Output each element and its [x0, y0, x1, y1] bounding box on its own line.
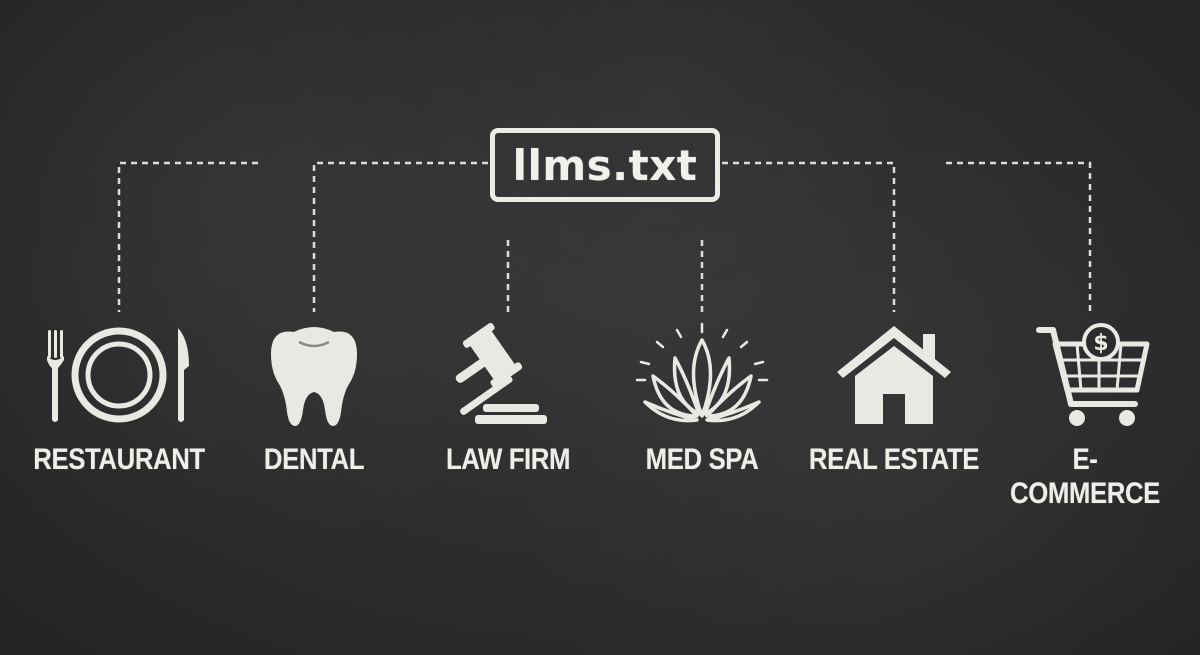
connector-restaurant: [117, 161, 258, 312]
connector-real-estate: [722, 161, 896, 312]
house-icon: [837, 326, 951, 424]
root-node: llms.txt: [490, 128, 720, 202]
root-label: llms.txt: [512, 140, 698, 190]
lotus-icon: [635, 322, 769, 423]
node-label-dental: DENTAL: [263, 443, 365, 476]
tooth-icon: [271, 327, 357, 426]
node-label-real-estate: REAL ESTATE: [808, 443, 980, 476]
node-label-med-spa: MED SPA: [645, 443, 759, 476]
svg-text:$: $: [1093, 331, 1108, 356]
connector-e-commerce: [946, 161, 1092, 312]
shopping-cart-dollar-icon: $: [1036, 323, 1150, 426]
connector-dental: [312, 161, 488, 312]
gavel-icon: [455, 323, 547, 424]
node-label-law-firm: LAW FIRM: [445, 443, 571, 476]
node-label-restaurant: RESTAURANT: [33, 443, 205, 476]
plate-fork-knife-icon: [47, 327, 189, 423]
node-label-e-commerce: E-COMMERCE: [1010, 443, 1160, 510]
